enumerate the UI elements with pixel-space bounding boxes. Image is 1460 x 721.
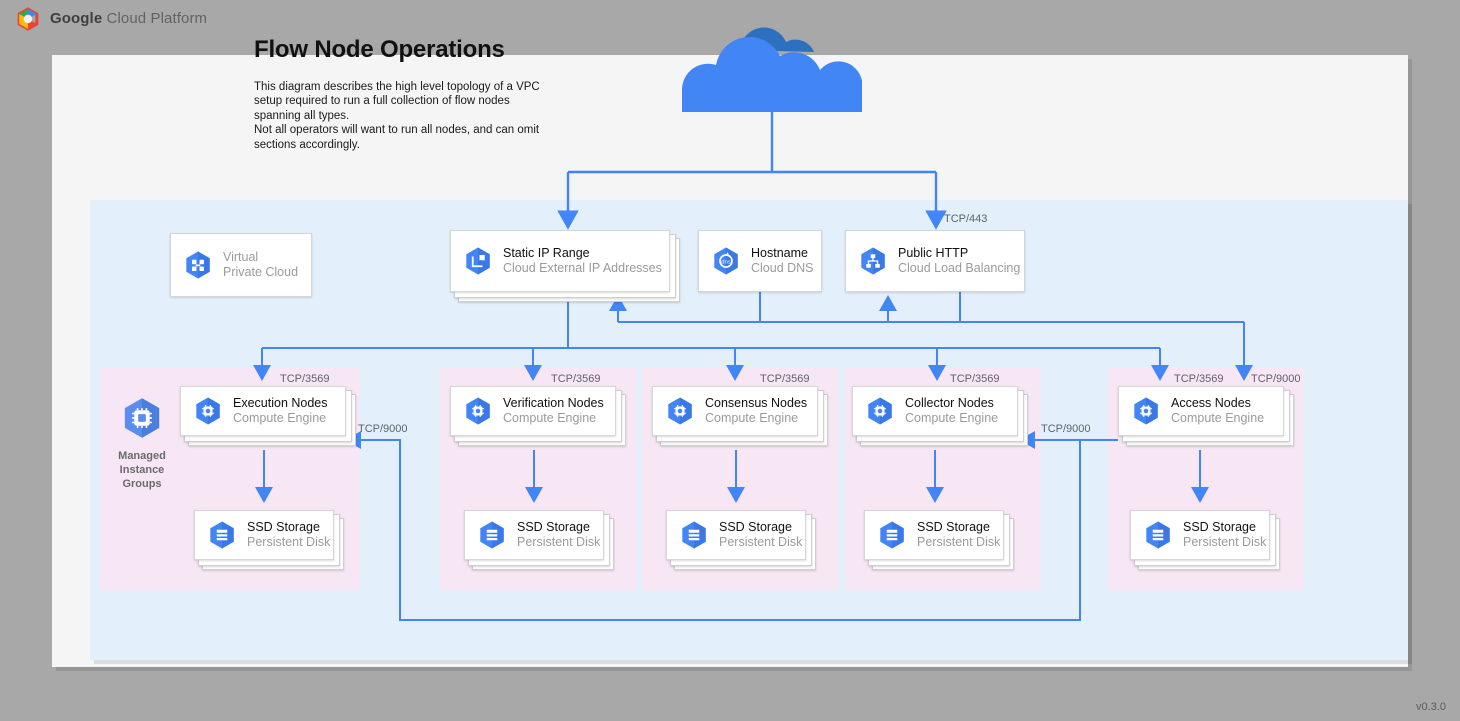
- node-subtitle: Persistent Disk: [1183, 535, 1267, 549]
- node-card-consensus-storage[interactable]: SSD Storage Persistent Disk: [666, 510, 806, 560]
- node-card-execution-nodes[interactable]: Execution Nodes Compute Engine: [180, 386, 346, 436]
- port-label-access-collector: TCP/9000: [1041, 423, 1091, 435]
- node-title: Consensus Nodes: [705, 396, 808, 410]
- node-title: Virtual: [223, 250, 259, 264]
- persistent-disk-icon: [682, 521, 706, 549]
- svg-text:dns: dns: [721, 259, 731, 265]
- node-title: Execution Nodes: [233, 396, 328, 410]
- port-label-collector-in: TCP/3569: [950, 373, 1000, 385]
- persistent-disk-icon: [1146, 521, 1170, 549]
- node-card-virtual-private-cloud[interactable]: Virtual Private Cloud: [170, 233, 312, 297]
- load-balancing-icon: [861, 247, 885, 275]
- node-title: SSD Storage: [719, 520, 792, 534]
- page-description: This diagram describes the high level to…: [254, 81, 540, 151]
- node-title: Public HTTP: [898, 246, 969, 260]
- managed-instance-group-icon: [124, 398, 160, 438]
- node-card-hostname[interactable]: dns Hostname Cloud DNS: [698, 230, 822, 292]
- node-subtitle: Persistent Disk: [247, 535, 331, 549]
- brand-bold: Google: [50, 10, 103, 27]
- node-subtitle: Compute Engine: [705, 411, 799, 425]
- persistent-disk-icon: [880, 521, 904, 549]
- node-subtitle: Persistent Disk: [517, 535, 601, 549]
- node-card-access-nodes[interactable]: Access Nodes Compute Engine: [1118, 386, 1284, 436]
- node-card-static-ip-range[interactable]: Static IP Range Cloud External IP Addres…: [450, 230, 670, 292]
- node-title: SSD Storage: [917, 520, 990, 534]
- gcp-brand: Google Cloud Platform: [50, 10, 207, 27]
- node-subtitle: Cloud DNS: [751, 261, 814, 275]
- compute-engine-icon: [466, 397, 490, 425]
- gcp-header: Google Cloud Platform: [0, 0, 1460, 38]
- node-subtitle: Compute Engine: [1171, 411, 1265, 425]
- node-card-execution-storage[interactable]: SSD Storage Persistent Disk: [194, 510, 334, 560]
- node-subtitle: Cloud Load Balancing: [898, 261, 1021, 275]
- virtual-private-cloud-icon: [186, 251, 210, 279]
- compute-engine-icon: [196, 397, 220, 425]
- node-subtitle: Compute Engine: [905, 411, 999, 425]
- node-subtitle: Compute Engine: [503, 411, 597, 425]
- node-title: SSD Storage: [517, 520, 590, 534]
- version-label: v0.3.0: [1416, 701, 1446, 713]
- node-title: SSD Storage: [1183, 520, 1256, 534]
- node-card-access-storage[interactable]: SSD Storage Persistent Disk: [1130, 510, 1270, 560]
- port-label-verification-in: TCP/3569: [551, 373, 601, 385]
- port-label-consensus-in: TCP/3569: [760, 373, 810, 385]
- managed-instance-groups-label: Managed Instance Groups: [118, 450, 166, 490]
- port-label-access-in: TCP/3569: [1174, 373, 1224, 385]
- node-title: Hostname: [751, 246, 808, 260]
- port-label-https: TCP/443: [944, 213, 988, 225]
- node-card-collector-nodes[interactable]: Collector Nodes Compute Engine: [852, 386, 1018, 436]
- google-cloud-logo-icon: [17, 7, 39, 31]
- page-title: Flow Node Operations: [254, 36, 505, 63]
- compute-engine-icon: [668, 397, 692, 425]
- node-subtitle: Cloud External IP Addresses: [503, 261, 662, 275]
- compute-engine-icon: [1134, 397, 1158, 425]
- node-card-public-http[interactable]: Public HTTP Cloud Load Balancing: [845, 230, 1025, 292]
- node-title: SSD Storage: [247, 520, 320, 534]
- node-title: Access Nodes: [1171, 396, 1251, 410]
- port-label-access-9000: TCP/9000: [1251, 373, 1301, 385]
- node-card-consensus-nodes[interactable]: Consensus Nodes Compute Engine: [652, 386, 818, 436]
- node-card-verification-storage[interactable]: SSD Storage Persistent Disk: [464, 510, 604, 560]
- node-title: Static IP Range: [503, 246, 590, 260]
- persistent-disk-icon: [210, 521, 234, 549]
- persistent-disk-icon: [480, 521, 504, 549]
- node-card-collector-storage[interactable]: SSD Storage Persistent Disk: [864, 510, 1004, 560]
- node-subtitle: Private Cloud: [223, 265, 299, 279]
- node-title: Verification Nodes: [503, 396, 604, 410]
- brand-rest: Cloud Platform: [102, 10, 208, 27]
- node-title: Collector Nodes: [905, 396, 994, 410]
- node-subtitle: Compute Engine: [233, 411, 327, 425]
- compute-engine-icon: [868, 397, 892, 425]
- node-card-verification-nodes[interactable]: Verification Nodes Compute Engine: [450, 386, 616, 436]
- node-subtitle: Persistent Disk: [917, 535, 1001, 549]
- cloud-icon: [682, 27, 862, 112]
- port-label-access-execution: TCP/9000: [358, 423, 408, 435]
- cloud-dns-icon: dns: [714, 247, 738, 275]
- external-ip-icon: [466, 247, 490, 275]
- node-subtitle: Persistent Disk: [719, 535, 803, 549]
- port-label-execution-in: TCP/3569: [280, 373, 330, 385]
